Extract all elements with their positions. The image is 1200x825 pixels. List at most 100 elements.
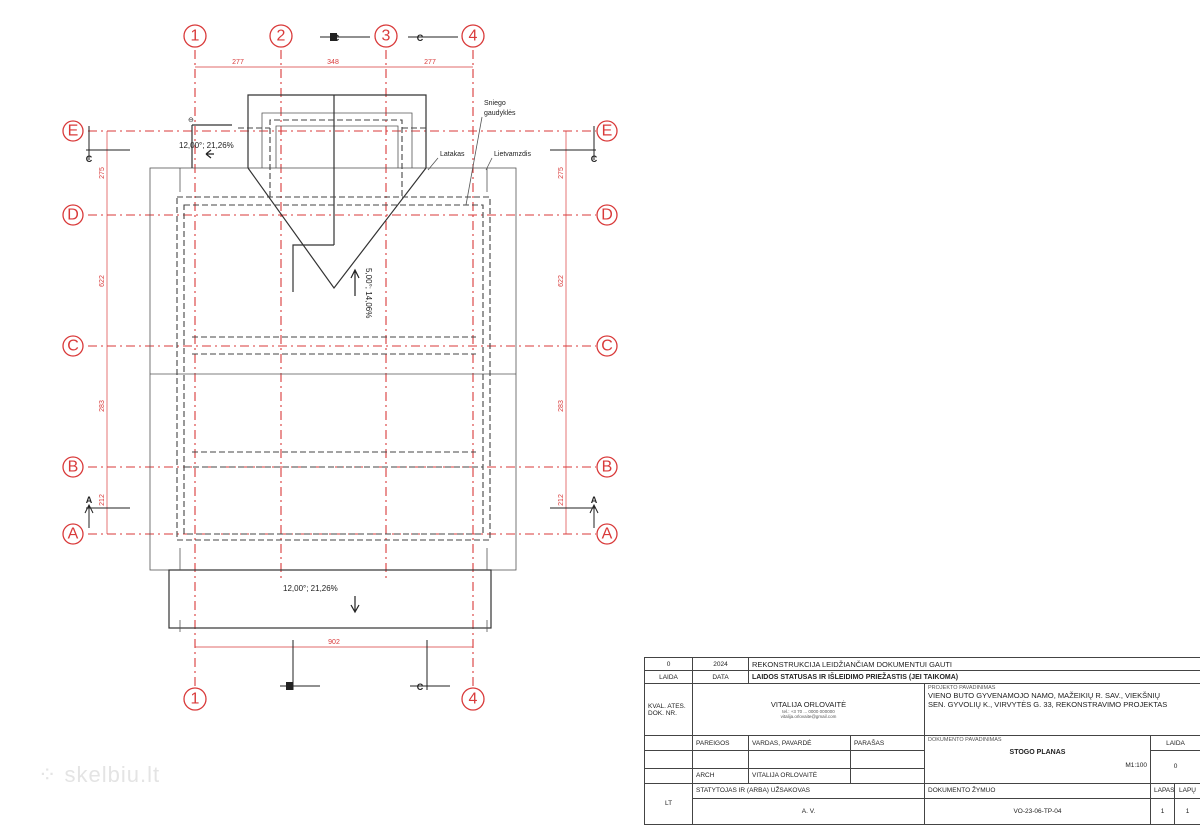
slope-bottom: 12,00°; 21,26% (283, 584, 360, 614)
grid-bubble-C-left: C (62, 335, 84, 357)
author-email: vitalija.orlovaite@gmail.com (780, 714, 837, 720)
watermark: ⁘ skelbiu.lt (38, 762, 161, 787)
dim-bottom: 902 (328, 639, 340, 646)
svg-text:E: E (602, 123, 613, 140)
slope-mid-arrow-icon (350, 268, 360, 296)
svg-text:4: 4 (469, 691, 478, 708)
section-cut-end-right: C (550, 126, 598, 164)
dimension-left: 275 622 283 212 (99, 131, 108, 534)
watermark-icon: ⁘ (38, 762, 65, 787)
gutter-label: Latakas (440, 151, 465, 158)
project-cell: PROJEKTO PAVADINIMAS VIENO BUTO GYVENAMO… (924, 682, 1200, 737)
grid-bubble-4-bottom: 4 (461, 687, 485, 711)
section-cut-bottom-left: C (280, 640, 320, 692)
svg-text:2: 2 (277, 28, 286, 45)
project-label: PROJEKTO PAVADINIMAS (928, 685, 996, 691)
svg-text:C: C (67, 338, 79, 355)
grid-bubbles-left: E D C B A (62, 120, 84, 545)
grid-bubble-B-right: B (596, 456, 618, 478)
svg-text:D: D (601, 207, 613, 224)
country: LT (644, 782, 693, 825)
project-line2: SEN. GYVOLIŲ K., VIRVYTĖS G. 33, REKONST… (928, 700, 1168, 709)
svg-text:C: C (417, 33, 424, 43)
laida-label: LAIDA (1150, 735, 1200, 752)
svg-text:C: C (601, 338, 613, 355)
grid-bubbles-top: 1 2 3 4 (183, 24, 485, 48)
h-pareigos: PAREIGOS (692, 735, 749, 752)
dim-right-4: 212 (558, 494, 565, 506)
section-cut-side-right: A (550, 495, 599, 528)
col-reason: LAIDOS STATUSAS IR IŠLEIDIMO PRIEŽASTIS … (748, 670, 1200, 684)
svg-text:C: C (333, 33, 340, 43)
svg-text:3: 3 (382, 28, 391, 45)
col-laida: LAIDA (644, 670, 693, 684)
kval-line1: KVAL. ATES. (648, 702, 686, 710)
h-vardas: VARDAS, PAVARDĖ (748, 735, 851, 752)
dim-left-3: 283 (99, 400, 106, 412)
dimension-right: 275 622 283 212 (558, 131, 567, 534)
svg-text:C: C (287, 682, 294, 692)
grid-bubble-C-right: C (596, 335, 618, 357)
svg-text:A: A (591, 495, 598, 505)
section-markers: C C C C C C (84, 33, 599, 692)
section-cut-side-left: A (84, 495, 130, 528)
grid-bubble-B-left: B (62, 456, 84, 478)
doc-code-label: DOKUMENTO ŽYMUO (924, 782, 1151, 799)
snow-guard-label-2: gaudyklės (484, 110, 516, 117)
callouts: Sniego gaudyklės Latakas Lietvamzdis ⊖ (188, 100, 531, 206)
section-cut-top-left: C (320, 33, 370, 43)
svg-text:A: A (86, 495, 93, 505)
doc-name-label: DOKUMENTO PAVADINIMAS (928, 737, 1002, 744)
svg-text:D: D (67, 207, 79, 224)
grid-bubbles-right: E D C B A (596, 120, 618, 545)
roof-outline (149, 94, 517, 632)
h-parasas: PARAŠAS (850, 735, 925, 752)
arch-name: VITALIJA ORLOVAITĖ (748, 767, 851, 784)
dim-top-2: 348 (327, 59, 339, 66)
grid-bubble-E-right: E (596, 120, 618, 142)
section-cut-top-right: C (408, 33, 458, 43)
role-arch: ARCH (692, 767, 749, 784)
dimension-top: 277 348 277 (195, 59, 473, 68)
doc-code: VO-23-06-TP-04 (924, 797, 1151, 825)
grid-bubble-3-top: 3 (374, 24, 398, 48)
dim-top-3: 277 (424, 59, 436, 66)
dimension-bottom: 902 (195, 639, 473, 648)
doc-name-cell: DOKUMENTO PAVADINIMAS STOGO PLANAS M1:10… (924, 735, 1151, 784)
dim-left-4: 212 (99, 494, 106, 506)
svg-text:B: B (68, 459, 79, 476)
svg-text:C: C (86, 154, 93, 164)
slope-bottom-label: 12,00°; 21,26% (283, 584, 338, 593)
grid-bubble-D-left: D (62, 204, 84, 226)
grid-bubble-A-right: A (596, 523, 618, 545)
lapas-val: 1 (1150, 797, 1175, 825)
walls-below-dashed (176, 119, 491, 541)
slope-mid: 5,00°; 14,06% (350, 268, 373, 318)
slope-top-arrow-icon (205, 149, 214, 159)
rev-no: 0 (644, 657, 693, 671)
title-block: 0 2024 REKONSTRUKCIJA LEIDŽIANČIAM DOKUM… (644, 657, 1200, 825)
author-name: VITALIJA ORLOVAITĖ (770, 700, 847, 710)
lapas-label: LAPAS (1150, 782, 1175, 799)
dim-right-1: 275 (558, 167, 565, 179)
grid-bubble-2-top: 2 (269, 24, 293, 48)
svg-text:C: C (591, 154, 598, 164)
section-cut-end-left: C (86, 126, 130, 164)
lapu-label: LAPŲ (1174, 782, 1200, 799)
rev-desc: REKONSTRUKCIJA LEIDŽIANČIAM DOKUMENTUI G… (748, 657, 1200, 671)
slope-top-label: 12,00°; 21,26% (179, 141, 234, 150)
grid-bubble-A-left: A (62, 523, 84, 545)
section-cut-bottom-right: C (410, 640, 450, 692)
dim-left-1: 275 (99, 167, 106, 179)
dim-top-1: 277 (232, 59, 244, 66)
dim-right-3: 283 (558, 400, 565, 412)
downpipe-label: Lietvamzdis (494, 151, 531, 158)
author-phone: tel.: +3 70 ... 0000 000000 (782, 709, 835, 715)
snow-guard-label-1: Sniego (484, 100, 506, 107)
grid-lines (88, 50, 596, 688)
laida-val: 0 (1150, 750, 1200, 784)
svg-text:1: 1 (191, 691, 200, 708)
svg-text:B: B (602, 459, 613, 476)
builder-name: A. V. (692, 797, 925, 825)
